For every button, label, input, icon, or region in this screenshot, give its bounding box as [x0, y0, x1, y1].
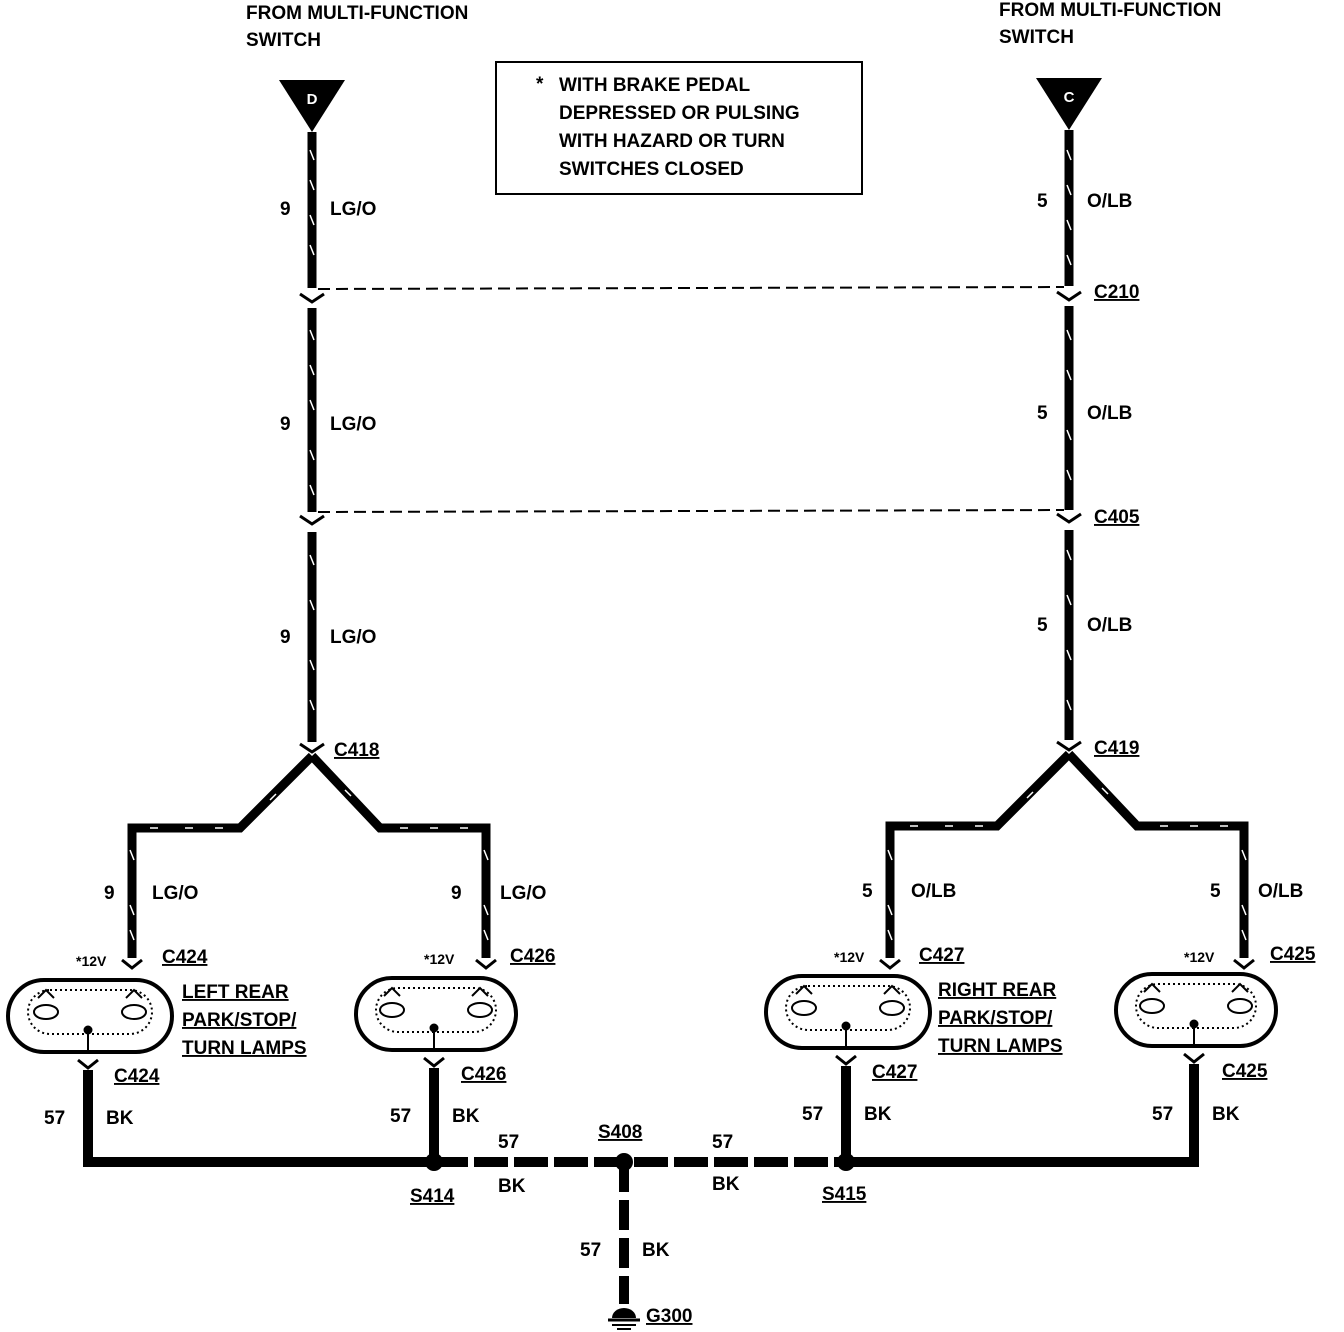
left-wire-number-1: 9 [280, 199, 291, 220]
connector-c-letter: C [1064, 89, 1075, 106]
right-wire-color-1: O/LB [1087, 191, 1132, 212]
connector-c425-top-label: C425 [1270, 944, 1316, 965]
left-lamp-label-line2: PARK/STOP/ [182, 1010, 297, 1031]
note-box: * WITH BRAKE PEDAL DEPRESSED OR PULSING … [495, 61, 863, 195]
lamp-4-voltage: *12V [1184, 949, 1215, 965]
lamp-right-inner [764, 974, 932, 1050]
bus-right-number: 57 [712, 1132, 733, 1153]
left-source-label-line2: SWITCH [246, 30, 321, 51]
left-branch-a-number: 9 [104, 883, 115, 904]
ground-g300-label: G300 [646, 1306, 692, 1327]
left-wire-color-1: LG/O [330, 199, 376, 220]
connector-c427-bottom-label: C427 [872, 1062, 917, 1083]
bus-left-number: 57 [498, 1132, 519, 1153]
splice-s408-dot [615, 1153, 633, 1171]
connector-c426-bottom-label: C426 [461, 1064, 506, 1085]
right-source-label-line1: FROM MULTI-FUNCTION [999, 0, 1221, 21]
c210-dashed-link [317, 286, 1065, 290]
right-lamp-label-line3: TURN LAMPS [938, 1036, 1063, 1057]
right-wire-number-3: 5 [1037, 615, 1048, 636]
left-source-label-line1: FROM MULTI-FUNCTION [246, 3, 468, 24]
splice-s415-label: S415 [822, 1184, 867, 1205]
right-wire-color-3: O/LB [1087, 615, 1132, 636]
ground-wire-3-color: BK [864, 1104, 892, 1125]
note-line-1: WITH BRAKE PEDAL [559, 75, 750, 96]
connector-d-letter: D [307, 91, 318, 108]
connector-c424-top-label: C424 [162, 947, 208, 968]
note-asterisk: * [536, 74, 544, 95]
connector-d-triangle: D [279, 80, 345, 132]
connector-c427-top-label: C427 [919, 945, 964, 966]
note-line-2: DEPRESSED OR PULSING [559, 103, 800, 124]
note-line-4: SWITCHES CLOSED [559, 159, 744, 180]
lamp-1-voltage: *12V [76, 953, 107, 969]
bus-left-color: BK [498, 1176, 526, 1197]
ground-wire-1-number: 57 [44, 1108, 65, 1129]
lamp-output-chevrons [77, 1052, 1205, 1070]
lamp-input-chevrons [121, 958, 1255, 970]
connector-c425-bottom-label: C425 [1222, 1061, 1268, 1082]
bus-right-color: BK [712, 1174, 740, 1195]
right-main-wire [1056, 130, 1082, 752]
lamp-left-inner [354, 976, 518, 1052]
ground-wires [83, 1064, 1199, 1304]
ground-drop-color: BK [642, 1240, 670, 1261]
splice-s414-dot [425, 1153, 443, 1171]
ground-wire-4-color: BK [1212, 1104, 1240, 1125]
lamp-right-outer [1114, 972, 1278, 1048]
connector-c419-label: C419 [1094, 738, 1139, 759]
ground-wire-3-number: 57 [802, 1104, 823, 1125]
right-wire-number-1: 5 [1037, 191, 1048, 212]
left-wire-number-3: 9 [280, 627, 291, 648]
right-wire-number-2: 5 [1037, 403, 1048, 424]
ground-symbol-icon [608, 1308, 640, 1330]
lamp-3-voltage: *12V [834, 949, 865, 965]
right-wire-color-2: O/LB [1087, 403, 1132, 424]
right-branch-a-color: O/LB [911, 881, 956, 902]
right-branch-b-number: 5 [1210, 881, 1221, 902]
right-branch-b-color: O/LB [1258, 881, 1303, 902]
left-branch-b-number: 9 [451, 883, 462, 904]
right-lamp-label-line1: RIGHT REAR [938, 980, 1057, 1001]
right-source-label-line2: SWITCH [999, 27, 1074, 48]
lamp-2-voltage: *12V [424, 951, 455, 967]
connector-c418-label: C418 [334, 740, 379, 761]
left-wire-number-2: 9 [280, 414, 291, 435]
right-lamp-label-line2: PARK/STOP/ [938, 1008, 1053, 1029]
left-main-wire [299, 132, 325, 754]
connector-c-triangle: C [1036, 78, 1102, 130]
note-line-3: WITH HAZARD OR TURN [559, 131, 785, 152]
left-branch-wires [127, 752, 491, 958]
c405-dashed-link [317, 509, 1065, 513]
left-wire-color-3: LG/O [330, 627, 376, 648]
left-lamp-label-line3: TURN LAMPS [182, 1038, 307, 1059]
splice-s415-dot [837, 1153, 855, 1171]
connector-c426-top-label: C426 [510, 946, 555, 967]
splice-s414-label: S414 [410, 1186, 455, 1207]
connector-c210-label: C210 [1094, 282, 1139, 303]
left-wire-color-2: LG/O [330, 414, 376, 435]
left-branch-a-color: LG/O [152, 883, 198, 904]
connector-c405-label: C405 [1094, 507, 1140, 528]
ground-drop-number: 57 [580, 1240, 601, 1261]
left-lamp-label-line1: LEFT REAR [182, 982, 289, 1003]
lamp-left-outer [6, 978, 174, 1054]
left-branch-b-color: LG/O [500, 883, 546, 904]
right-branch-a-number: 5 [862, 881, 873, 902]
connector-c424-bottom-label: C424 [114, 1066, 160, 1087]
ground-wire-2-color: BK [452, 1106, 480, 1127]
right-branch-wires [885, 750, 1249, 958]
splice-s408-label: S408 [598, 1122, 642, 1143]
ground-wire-2-number: 57 [390, 1106, 411, 1127]
ground-wire-4-number: 57 [1152, 1104, 1173, 1125]
ground-wire-1-color: BK [106, 1108, 134, 1129]
